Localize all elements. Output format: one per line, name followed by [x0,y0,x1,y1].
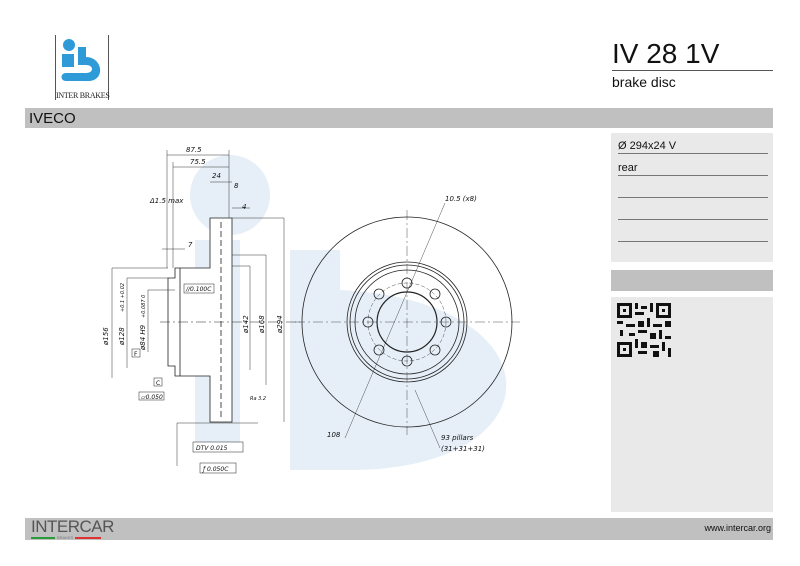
spec-position: rear [618,155,768,176]
dim-87-5: 87.5 [186,146,202,154]
dim-294: ø294 [276,315,284,334]
dim-4: 4 [242,203,246,211]
intercar-logo: INTERCAR BRAKES [31,518,114,540]
dim-168: ø168 [258,315,266,334]
dim-runout-max: Δ1.5 max [149,197,184,205]
flatness-tolerance: ▱0.050 [141,394,163,401]
spec-empty-2 [618,199,768,220]
datum-f: F [134,351,138,358]
parallelism-tolerance: //0.100C [185,286,212,293]
title-divider [612,70,773,71]
qr-code-icon[interactable] [617,302,671,358]
dim-156: ø156 [102,327,110,346]
pillars-breakdown: (31+31+31) [441,445,485,453]
dim-84: ø84 H9 [139,324,147,351]
footer-bar: INTERCAR BRAKES www.intercar.org [25,518,773,540]
tol-128: +0.1 +0.02 [120,283,126,312]
dtv-tolerance: DTV 0.015 [196,445,228,452]
side-view [160,217,300,423]
brand-bar: IVECO [25,108,773,128]
dim-128: ø128 [118,327,126,346]
spec-empty-1 [618,177,768,198]
section-bar [611,270,773,291]
dimension-lines [111,150,285,466]
dim-75-5: 75.5 [190,158,206,166]
qr-panel [611,297,773,512]
runout-tolerance: ƒ 0.050C [202,466,229,473]
logo-main-text: INTERCAR [31,517,114,536]
logo-mark-icon [61,39,101,81]
tol-84: +0.087 0 [141,295,147,318]
vehicle-brand: IVECO [29,110,76,127]
website-link[interactable]: www.intercar.org [704,523,771,533]
dim-7: 7 [188,241,193,249]
dim-142: ø142 [242,315,250,334]
bolt-hole-label: 10.5 (x8) [445,195,477,203]
pcd-label: 108 [327,431,341,439]
datum-c: C [156,380,160,387]
inter-brakes-logo: INTER BRAKES [55,35,110,100]
logo-subtext: BRAKES [57,535,74,540]
part-type: brake disc [612,74,676,90]
spec-empty-3 [618,221,768,242]
logo-text: INTER BRAKES [56,91,110,100]
roughness: Ra 3.2 [250,396,266,402]
dim-8: 8 [234,182,239,190]
dim-24: 24 [212,172,221,180]
pillars-label: 93 pillars [441,434,474,442]
dimension-labels: 87.5 75.5 24 8 Δ1.5 max 4 7 ø156 ø128 +0… [102,146,284,474]
spec-dimensions: Ø 294x24 V [618,133,768,154]
spec-panel: Ø 294x24 V rear [611,133,773,262]
part-number: IV 28 1V [612,38,720,69]
front-view [295,202,520,449]
technical-drawing: 87.5 75.5 24 8 Δ1.5 max 4 7 ø156 ø128 +0… [102,146,520,474]
